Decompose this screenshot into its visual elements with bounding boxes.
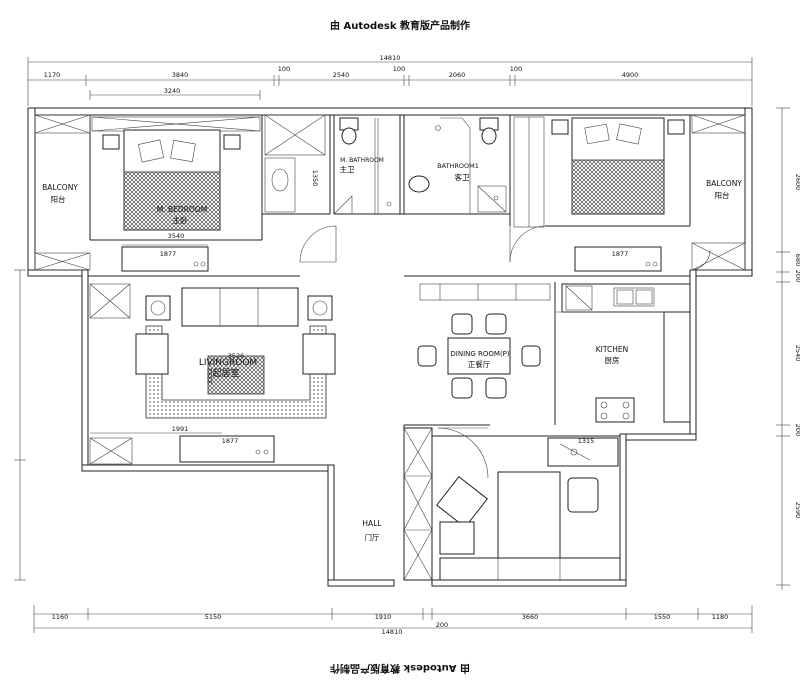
dim-living-extra-1: 3526 bbox=[228, 352, 245, 360]
top-dimension-chain bbox=[27, 57, 753, 106]
master-bathroom-fixtures bbox=[339, 117, 392, 214]
study-armchair bbox=[436, 476, 488, 528]
dim-right-seg-4: 2540 bbox=[794, 345, 800, 362]
living-room-furniture bbox=[89, 283, 336, 465]
hall-shoe-cabinet bbox=[403, 427, 433, 581]
room-label-bathroom1-en: BATHROOM1 bbox=[437, 162, 479, 170]
kitchen-fixtures bbox=[555, 283, 691, 423]
master-bed-hatch bbox=[123, 171, 221, 231]
room-label-living-room-cn: 起居室 bbox=[212, 367, 239, 379]
dim-top-seg-8: 4900 bbox=[622, 71, 639, 79]
dim-right-seg-3: 200 bbox=[794, 270, 800, 282]
dim-top-seg-3: 100 bbox=[278, 65, 290, 73]
dim-living-cabinet: 1991 bbox=[172, 425, 189, 433]
nightstand-left-2 bbox=[551, 119, 569, 135]
room-label-dining-room-en: DINING ROOM(P) bbox=[450, 350, 510, 358]
study-bench bbox=[439, 557, 621, 581]
room-label-bathroom1-cn: 客卫 bbox=[455, 172, 470, 182]
room-label-kitchen-cn: 厨房 bbox=[605, 355, 620, 365]
dim-bedroom-tv-cabinet: 1877 bbox=[160, 250, 177, 258]
room-label-master-bedroom-cn: 主卧 bbox=[173, 215, 188, 225]
dim-living-tv-cabinet: 1877 bbox=[222, 437, 239, 445]
dim-top-seg-5: 100 bbox=[393, 65, 405, 73]
room-label-balcony-left-cn: 阳台 bbox=[51, 194, 66, 204]
room-label-living-room-en: LIVINGROOM bbox=[199, 358, 257, 368]
kitchen-counter-side bbox=[663, 311, 691, 423]
sofa bbox=[181, 287, 299, 327]
dim-top-seg-7: 100 bbox=[510, 65, 522, 73]
hall-furniture bbox=[403, 427, 621, 581]
dim-bottom-seg-7: 1180 bbox=[712, 613, 729, 621]
dim-bedroom-width: 3540 bbox=[168, 232, 185, 240]
study-ottoman bbox=[439, 521, 475, 555]
nightstand-right-2 bbox=[667, 119, 685, 135]
dim-top-seg-2: 3840 bbox=[172, 71, 189, 79]
dining-table bbox=[447, 337, 511, 375]
armchair-right bbox=[302, 333, 336, 375]
coffee-table bbox=[207, 355, 265, 395]
side-table-right bbox=[307, 295, 333, 321]
room-label-balcony-left-en: BALCONY bbox=[42, 183, 78, 192]
nightstand-left bbox=[102, 134, 120, 150]
dim-top-seg-1: 1170 bbox=[44, 71, 61, 79]
outer-walls bbox=[27, 107, 753, 587]
dim-right-seg-5: 200 bbox=[794, 424, 800, 436]
study-shelf bbox=[547, 437, 619, 467]
armchair-left bbox=[135, 333, 169, 375]
room-label-kitchen-en: KITCHEN bbox=[596, 345, 629, 354]
right-dimension-chain bbox=[14, 107, 790, 590]
bathroom1-fixtures bbox=[408, 117, 507, 214]
room-label-balcony-right-en: BALCONY bbox=[706, 179, 742, 188]
living-tv-cabinet bbox=[179, 435, 275, 463]
second-bed-hatch bbox=[571, 159, 665, 215]
room-label-hall-en: HALL bbox=[362, 519, 382, 528]
dim-bottom-seg-2: 5150 bbox=[205, 613, 222, 621]
room-label-master-bathroom-cn: 主卫 bbox=[340, 164, 355, 174]
room-label-master-bedroom-en: M. BEDROOM bbox=[157, 205, 207, 214]
dim-bathroom-height: 1350 bbox=[311, 170, 319, 187]
dim-bottom-seg-4: 200 bbox=[436, 621, 448, 629]
dim-right-seg-6: 2590 bbox=[794, 502, 800, 519]
room-label-balcony-right-cn: 阳台 bbox=[715, 190, 730, 200]
room-label-hall-cn: 门厅 bbox=[365, 533, 380, 542]
second-bedroom-tv-cabinet bbox=[574, 246, 662, 272]
stove bbox=[595, 397, 635, 423]
dim-top-inner: 3240 bbox=[164, 87, 181, 95]
dim-right-seg-1: 2600 bbox=[794, 174, 800, 191]
study-chair bbox=[567, 477, 599, 513]
dim-study-shelf: 1315 bbox=[578, 437, 595, 445]
study-desk bbox=[497, 471, 561, 559]
bedroom-tv-cabinet bbox=[121, 246, 209, 272]
dim-bottom-seg-1: 1160 bbox=[52, 613, 69, 621]
dim-bottom-seg-5: 3660 bbox=[522, 613, 539, 621]
room-label-dining-room-cn: 正餐厅 bbox=[468, 360, 491, 369]
dining-room-furniture bbox=[417, 283, 551, 399]
dim-bottom-seg-3: 1910 bbox=[375, 613, 392, 621]
kitchen-counter-top bbox=[561, 283, 691, 313]
second-bedroom-furniture bbox=[513, 114, 746, 272]
dim-top-total: 14810 bbox=[380, 54, 401, 62]
side-table-left bbox=[145, 295, 171, 321]
bottom-dimension-chain bbox=[33, 605, 753, 633]
dim-bottom-seg-6: 1550 bbox=[654, 613, 671, 621]
dim-living-extra-2: 3352 bbox=[206, 368, 214, 385]
dim-top-seg-6: 2060 bbox=[449, 71, 466, 79]
balcony-left bbox=[34, 114, 91, 271]
watermark-top: 由 Autodesk 教育版产品制作 bbox=[329, 21, 470, 32]
master-bedroom-furniture bbox=[91, 114, 326, 272]
nightstand-right bbox=[223, 134, 241, 150]
dim-right-seg-2: 680 bbox=[794, 254, 800, 266]
dim-bottom-total: 14810 bbox=[382, 628, 403, 636]
dim-second-tv-cabinet: 1877 bbox=[612, 250, 629, 258]
room-label-master-bathroom-en: M. BATHROOM bbox=[340, 157, 384, 164]
dim-top-seg-4: 2540 bbox=[333, 71, 350, 79]
